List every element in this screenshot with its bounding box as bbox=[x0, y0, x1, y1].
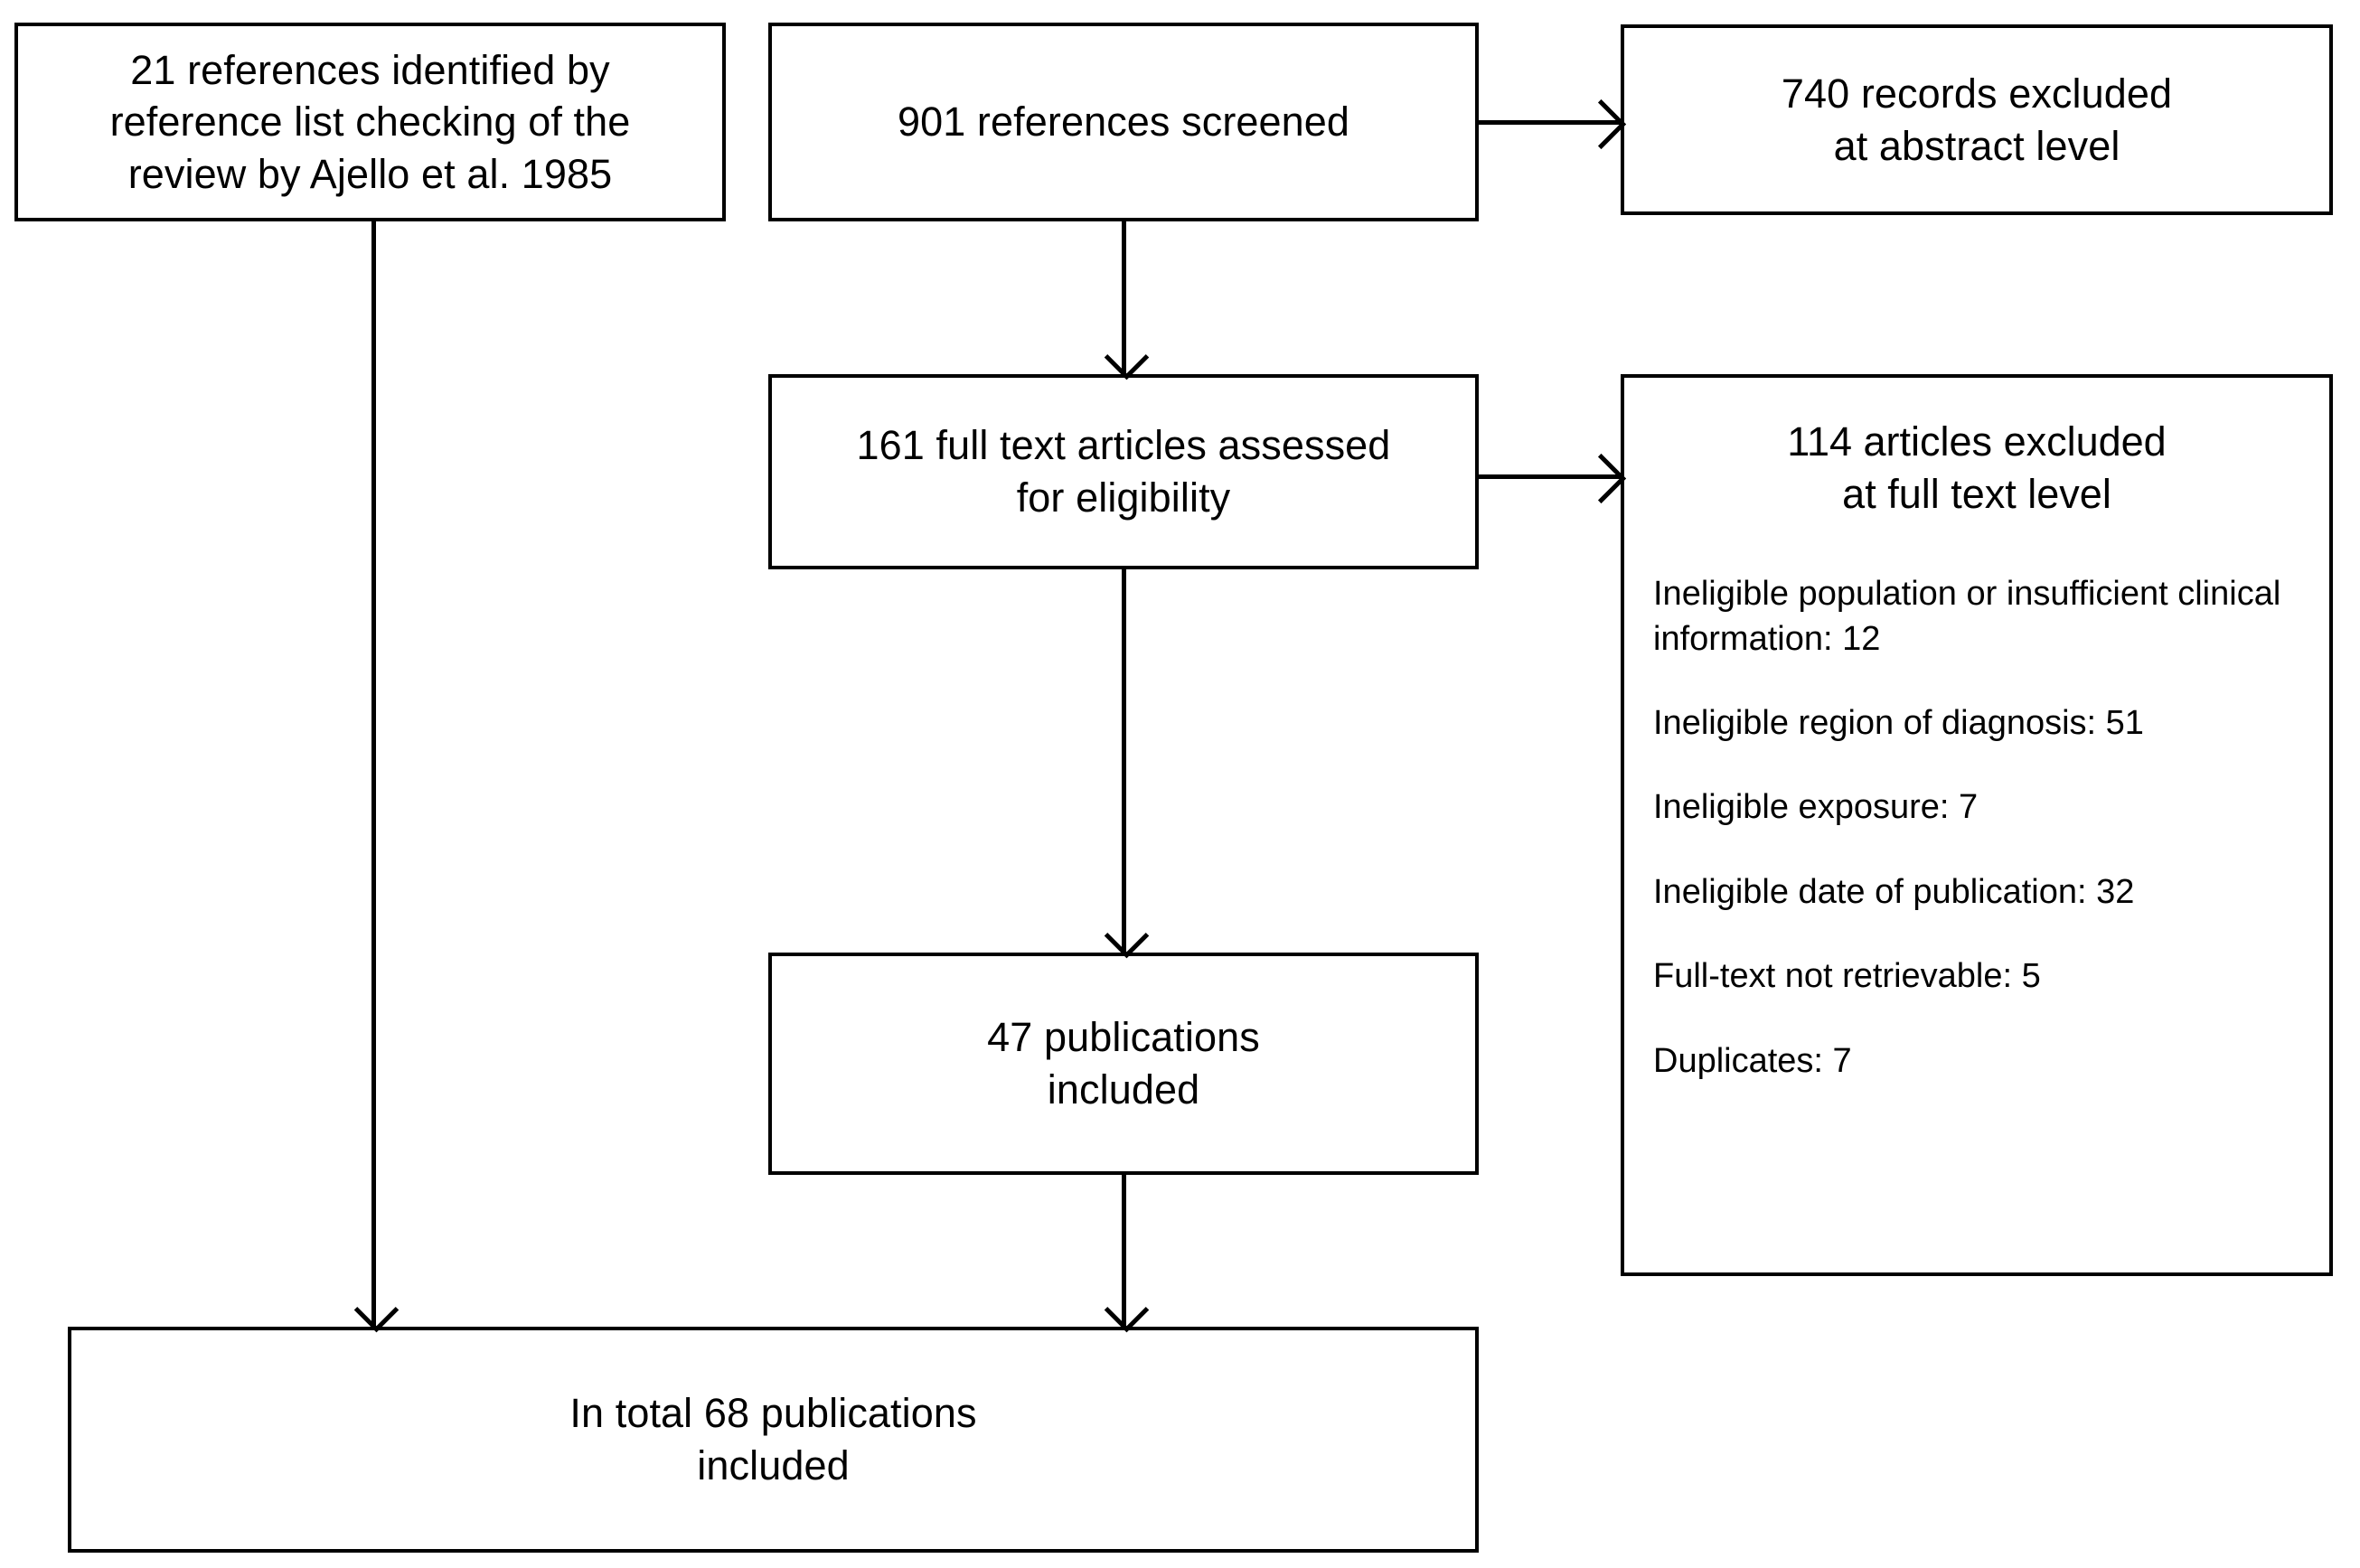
edge-screened-to-excluded-abstract-line bbox=[1479, 120, 1621, 125]
node-text: 901 references screened bbox=[897, 99, 1350, 146]
arrowhead-right-icon bbox=[1575, 453, 1627, 504]
exclusion-reason-item: Ineligible region of diagnosis: 51 bbox=[1653, 703, 2144, 742]
node-references-identified-by-reference-list: 21 references identified by reference li… bbox=[14, 23, 726, 221]
exclusion-reason-item: Ineligible date of publication: 32 bbox=[1653, 872, 2135, 911]
edge-included-to-total-line bbox=[1122, 1175, 1126, 1327]
exclusion-heading: 114 articles excluded at full text level bbox=[1787, 418, 2167, 517]
edge-fulltext-to-included-line bbox=[1122, 569, 1126, 953]
edge-identified-to-total-line bbox=[371, 221, 376, 1327]
exclusion-reason-item: Ineligible population or insufficient cl… bbox=[1653, 575, 2281, 658]
node-text: In total 68 publications included bbox=[569, 1390, 977, 1488]
exclusion-reason-list: Ineligible population or insufficient cl… bbox=[1653, 572, 2329, 1084]
edge-fulltext-to-excluded-fulltext-line bbox=[1479, 474, 1621, 479]
node-text: 47 publications included bbox=[987, 1014, 1260, 1113]
node-text: 740 records excluded at abstract level bbox=[1781, 70, 2173, 169]
arrowhead-down-icon bbox=[353, 1287, 400, 1333]
node-full-text-articles-assessed: 161 full text articles assessed for elig… bbox=[768, 374, 1479, 569]
exclusion-reason-item: Ineligible exposure: 7 bbox=[1653, 788, 1979, 827]
node-total-publications-included: In total 68 publications included bbox=[68, 1327, 1479, 1553]
exclusion-reason-item: Duplicates: 7 bbox=[1653, 1041, 1852, 1080]
arrowhead-down-icon bbox=[1104, 334, 1150, 380]
node-articles-excluded-at-full-text-level: 114 articles excluded at full text level… bbox=[1621, 374, 2333, 1276]
arrowhead-down-icon bbox=[1104, 1287, 1150, 1333]
arrowhead-right-icon bbox=[1575, 99, 1627, 150]
node-records-excluded-at-abstract-level: 740 records excluded at abstract level bbox=[1621, 24, 2333, 215]
node-publications-included: 47 publications included bbox=[768, 953, 1479, 1175]
node-references-screened: 901 references screened bbox=[768, 23, 1479, 221]
arrowhead-down-icon bbox=[1104, 913, 1150, 959]
node-text: 161 full text articles assessed for elig… bbox=[856, 422, 1391, 521]
node-text: 21 references identified by reference li… bbox=[109, 46, 631, 197]
edge-screened-to-fulltext-line bbox=[1122, 221, 1126, 374]
exclusion-reason-item: Full-text not retrievable: 5 bbox=[1653, 957, 2041, 996]
